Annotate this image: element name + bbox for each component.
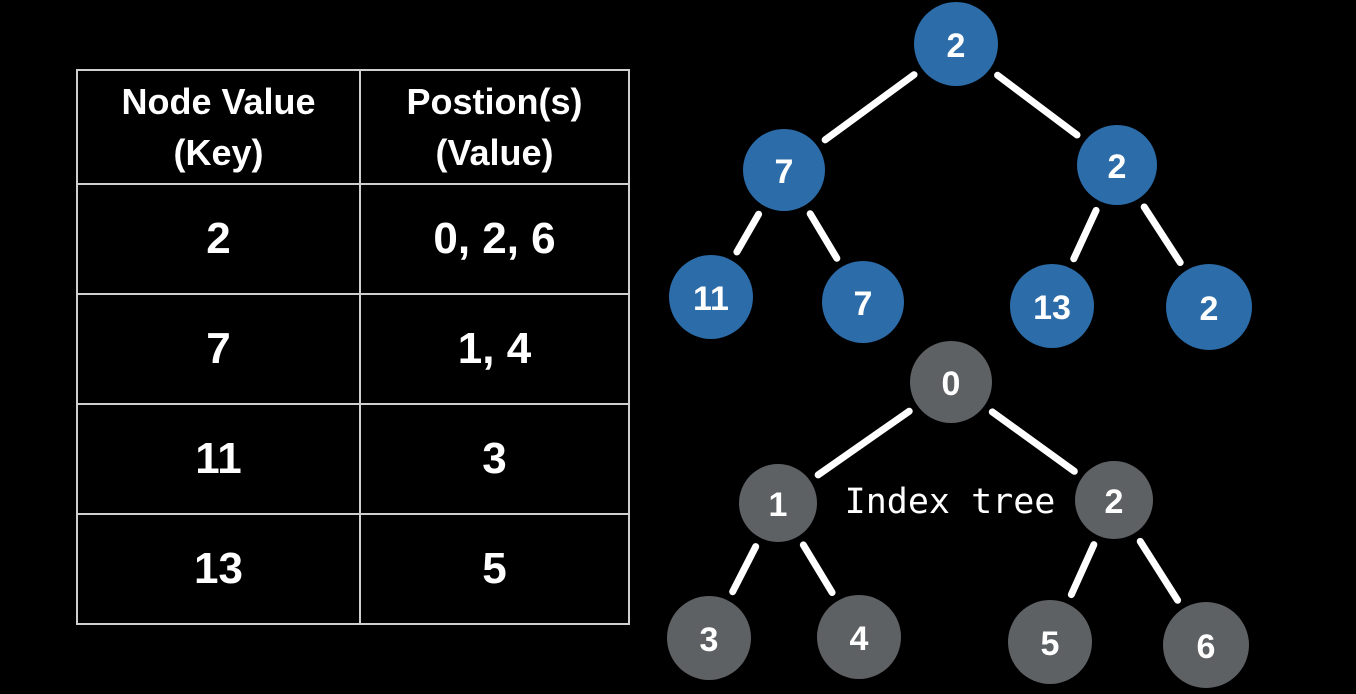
index-tree-node-root: 0 xyxy=(910,341,992,423)
table-header-key: Node Value (Key) xyxy=(76,69,361,185)
cell-positions: 1, 4 xyxy=(359,293,630,405)
cell-key: 2 xyxy=(76,183,361,295)
value-tree-node-RR: 2 xyxy=(1166,264,1252,350)
index-tree-node-label: 1 xyxy=(769,486,788,524)
index-tree-node-LL: 3 xyxy=(667,596,751,680)
index-tree-node-RR: 6 xyxy=(1163,602,1249,688)
value-tree-node-label: 2 xyxy=(1108,148,1127,186)
value-tree-node-label: 11 xyxy=(693,280,729,318)
index-tree-node-circle xyxy=(1075,461,1153,539)
value-tree-edge xyxy=(1140,203,1184,267)
cell-positions: 3 xyxy=(359,403,630,515)
value-tree-edge xyxy=(994,71,1081,139)
value-tree-node-circle xyxy=(743,129,825,211)
index-tree-edge xyxy=(814,407,913,479)
index-tree-node-label: 6 xyxy=(1197,628,1216,666)
index-tree-node-label: 3 xyxy=(700,621,719,659)
cell-positions: 0, 2, 6 xyxy=(359,183,630,295)
table-header-key-line1: Node Value xyxy=(121,80,316,122)
index-tree-node-LR: 4 xyxy=(817,595,901,679)
value-tree-node-LL: 11 xyxy=(669,255,753,339)
index-tree-node-circle xyxy=(1008,600,1092,684)
index-tree-node-circle xyxy=(1163,602,1249,688)
value-tree-node-L: 7 xyxy=(743,129,825,211)
value-tree-node-LR: 7 xyxy=(822,261,904,343)
value-tree-node-label: 2 xyxy=(1200,290,1219,328)
index-tree-edge xyxy=(1136,537,1182,604)
value-tree-node-circle xyxy=(1077,125,1157,205)
index-tree-node-label: 2 xyxy=(1105,483,1124,521)
index-tree-node-circle xyxy=(667,596,751,680)
table-header-value: Postion(s) (Value) xyxy=(359,69,630,185)
index-tree-label: Index tree xyxy=(844,482,1056,522)
value-tree-node-RL: 13 xyxy=(1010,264,1094,348)
index-tree-edge xyxy=(1067,541,1098,599)
cell-key: 11 xyxy=(76,403,361,515)
value-tree-node-R: 2 xyxy=(1077,125,1157,205)
value-tree-node-label: 13 xyxy=(1033,289,1071,327)
index-tree-node-label: 5 xyxy=(1041,625,1060,663)
value-tree-node-circle xyxy=(914,2,998,86)
value-tree-edge xyxy=(821,71,918,144)
index-tree-node-R: 2 xyxy=(1075,461,1153,539)
index-tree-node-label: 4 xyxy=(850,620,869,658)
index-tree-node-circle xyxy=(910,341,992,423)
value-tree-edge xyxy=(806,210,841,262)
value-tree-node-circle xyxy=(669,255,753,339)
value-tree-node-root: 2 xyxy=(914,2,998,86)
value-tree-node-circle xyxy=(1010,264,1094,348)
index-tree-edge xyxy=(729,543,760,596)
cell-key: 13 xyxy=(76,513,361,625)
table-header-row: Node Value (Key) Postion(s) (Value) xyxy=(76,69,630,185)
index-tree-node-circle xyxy=(739,464,817,542)
index-tree-node-RL: 5 xyxy=(1008,600,1092,684)
value-tree-node-label: 7 xyxy=(775,153,794,191)
index-tree-node-L: 1 xyxy=(739,464,817,542)
index-tree-node-label: 0 xyxy=(942,365,961,403)
value-tree-node-circle xyxy=(822,261,904,343)
cell-key: 7 xyxy=(76,293,361,405)
table-header-value-line1: Postion(s) xyxy=(406,80,583,122)
value-tree-node-label: 2 xyxy=(947,27,966,65)
cell-positions: 5 xyxy=(359,513,630,625)
value-tree-edge xyxy=(733,210,763,256)
value-tree-node-label: 7 xyxy=(854,285,873,323)
index-tree-edge xyxy=(799,541,836,596)
index-tree-node-circle xyxy=(817,595,901,679)
value-tree-edge xyxy=(1070,206,1100,263)
value-tree-node-circle xyxy=(1166,264,1252,350)
table-header-key-line2: (Key) xyxy=(173,132,264,173)
table-header-value-line2: (Value) xyxy=(435,132,554,173)
index-tree-edge xyxy=(988,408,1078,475)
